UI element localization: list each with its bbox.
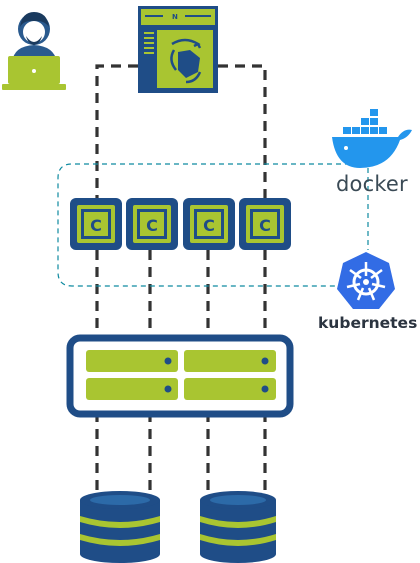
container-chip-icon: C bbox=[183, 198, 235, 250]
svg-text:C: C bbox=[90, 216, 102, 235]
container-chip-icon: C bbox=[70, 198, 122, 250]
svg-text:C: C bbox=[146, 216, 158, 235]
user-at-laptop-icon bbox=[2, 12, 66, 90]
database-icon bbox=[200, 491, 276, 563]
dashboard-window-icon: N bbox=[138, 6, 218, 93]
container-chip-icon: C bbox=[239, 198, 291, 250]
svg-text:N: N bbox=[172, 13, 178, 21]
kubernetes-helm-logo bbox=[337, 252, 395, 309]
connector-lines bbox=[95, 64, 267, 498]
container-row: C C C C bbox=[70, 198, 291, 250]
connector-dashboard-right bbox=[218, 64, 267, 198]
kubernetes-label: kubernetes bbox=[318, 314, 418, 332]
svg-text:C: C bbox=[259, 216, 271, 235]
server-rack-icon bbox=[66, 334, 294, 418]
database-icon bbox=[80, 491, 160, 563]
docker-whale-logo bbox=[332, 109, 412, 168]
docker-label: docker bbox=[336, 172, 408, 196]
svg-text:C: C bbox=[203, 216, 215, 235]
connector-dashboard-left bbox=[95, 64, 138, 198]
cluster-boundary bbox=[57, 150, 369, 287]
container-chip-icon: C bbox=[126, 198, 178, 250]
